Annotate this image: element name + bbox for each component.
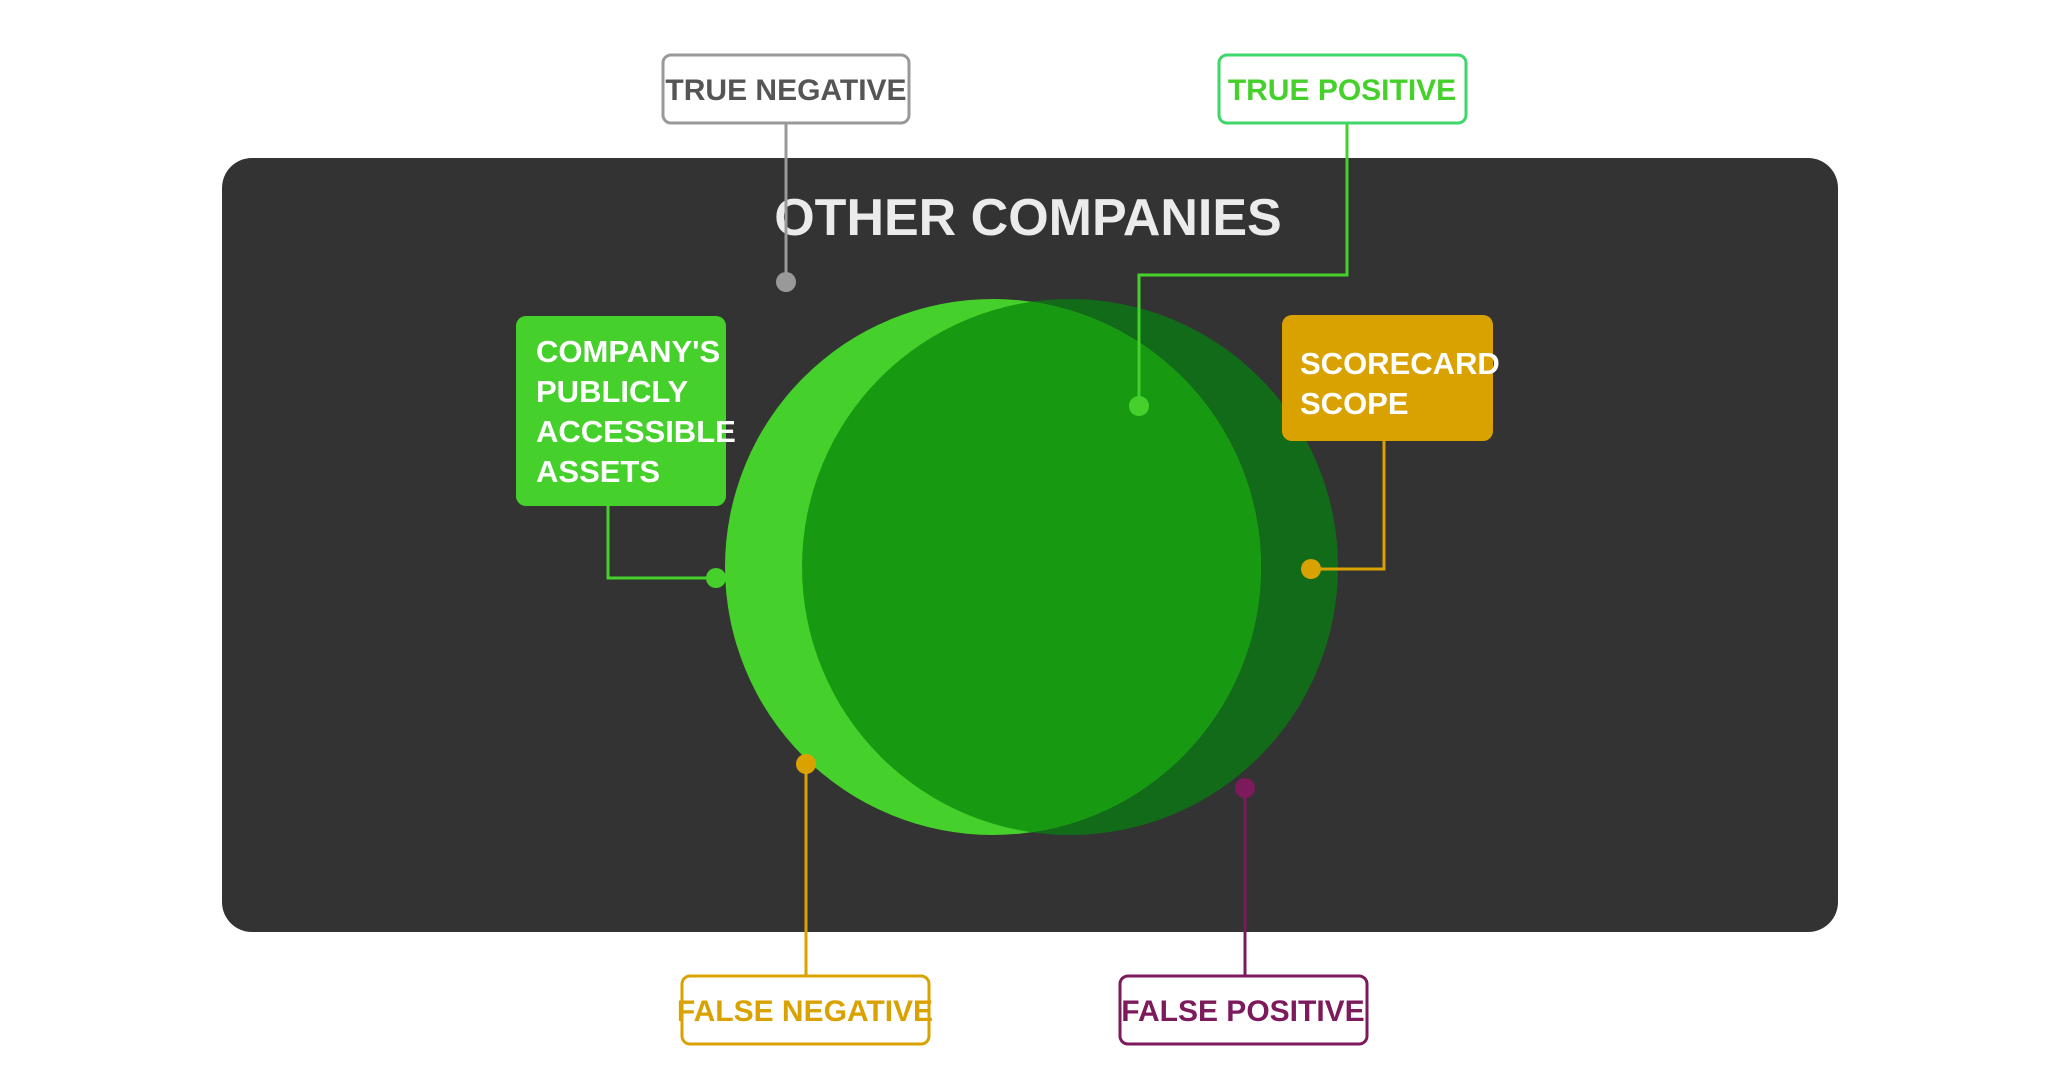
company-assets-callout: COMPANY'S PUBLICLY ACCESSIBLE ASSETS: [516, 316, 736, 588]
company-assets-line-3: ACCESSIBLE: [536, 414, 736, 449]
company-assets-line-1: COMPANY'S: [536, 334, 720, 369]
false-negative-box: [680, 974, 931, 1046]
false-positive-dot: [1235, 778, 1255, 798]
false-negative-label: FALSE NEGATIVE: [677, 995, 933, 1028]
company-assets-dot: [706, 568, 726, 588]
scorecard-scope-connector: [1311, 441, 1386, 571]
company-assets-line-4: ASSETS: [536, 454, 660, 489]
scorecard-scope-box: [1282, 315, 1493, 441]
true-positive-connector: [1137, 124, 1349, 406]
scorecard-scope-dot: [1301, 559, 1321, 579]
true-negative-label: TRUE NEGATIVE: [665, 74, 906, 107]
true-positive-label: TRUE POSITIVE: [1228, 74, 1456, 107]
false-positive-callout: FALSE POSITIVE: [1118, 778, 1369, 1046]
scorecard-scope-callout: SCORECARD SCOPE: [1282, 315, 1500, 579]
scorecard-scope-line-1: SCORECARD: [1300, 346, 1500, 381]
true-positive-dot: [1129, 396, 1149, 416]
company-assets-box: [516, 316, 726, 506]
false-negative-dot: [796, 754, 816, 774]
panel-title: OTHER COMPANIES: [774, 189, 1282, 247]
scorecard-scope-line-2: SCOPE: [1300, 386, 1409, 421]
true-positive-callout: TRUE POSITIVE: [1129, 53, 1468, 416]
true-negative-dot: [776, 272, 796, 292]
false-positive-box: [1118, 974, 1369, 1046]
true-negative-box: [661, 53, 911, 125]
false-negative-callout: FALSE NEGATIVE: [677, 754, 933, 1046]
overlap-region: [802, 299, 1261, 835]
false-positive-label: FALSE POSITIVE: [1121, 995, 1364, 1028]
company-assets-connector: [606, 505, 716, 580]
true-positive-box: [1217, 53, 1468, 125]
company-assets-line-2: PUBLICLY: [536, 374, 688, 409]
true-negative-callout: TRUE NEGATIVE: [661, 53, 911, 292]
